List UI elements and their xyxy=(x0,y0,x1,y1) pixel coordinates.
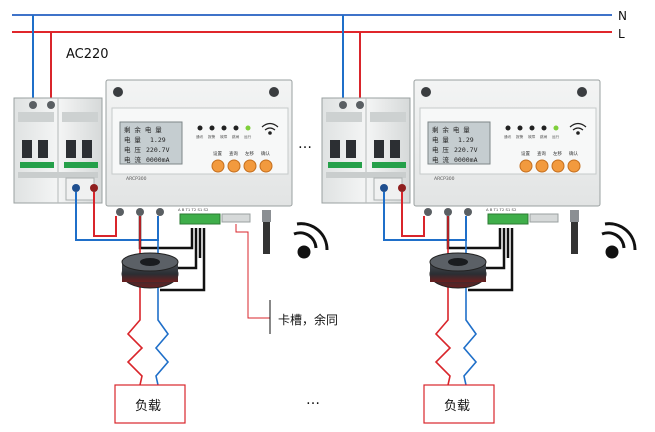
svg-text:跳闸: 跳闸 xyxy=(540,134,548,139)
wire-l-to-meter-2 xyxy=(401,192,425,237)
svg-text:电 流: 电 流 xyxy=(432,155,449,164)
wire-n-to-meter-2 xyxy=(383,192,467,241)
card-slot xyxy=(221,213,251,223)
lcd-line-2: 电 量 xyxy=(124,135,141,144)
energy-meter-2: 剩 余 电 量 电 量 1.29 电 压 220.7V 电 流 0000mA 通… xyxy=(413,79,601,225)
load-wire-n xyxy=(154,240,170,386)
lcd-screen xyxy=(119,121,183,165)
supply-drop-wires xyxy=(32,15,361,104)
annotation-leader xyxy=(235,224,270,319)
svg-text:1.29: 1.29 xyxy=(458,136,474,144)
meter-model: ARCP300 xyxy=(126,176,147,182)
svg-text:0000mA: 0000mA xyxy=(454,156,478,164)
svg-text:报警: 报警 xyxy=(208,134,216,139)
key-left-2[interactable] xyxy=(551,159,565,173)
key-query[interactable] xyxy=(227,159,241,173)
energy-meter: 剩 余 电 量 电 量 1.29 电 压 220.7V 电 流 0000mA 通… xyxy=(105,79,293,225)
terminal-labels-2: A B T1 T2 S1 S2 xyxy=(486,207,517,212)
wifi-icon-2 xyxy=(569,122,587,135)
key-confirm-2[interactable] xyxy=(567,159,581,173)
svg-text:通讯: 通讯 xyxy=(504,134,512,139)
unit-2: 剩 余 电 量 电 量 1.29 电 压 220.7V 电 流 0000mA 通… xyxy=(321,79,637,424)
svg-text:查询: 查询 xyxy=(229,150,238,157)
svg-text:故障: 故障 xyxy=(528,134,536,139)
key-confirm[interactable] xyxy=(259,159,273,173)
wire-l-to-meter xyxy=(93,192,117,237)
circuit-breaker xyxy=(13,97,103,204)
n-line-label: N xyxy=(618,9,627,23)
lcd-screen-2 xyxy=(427,121,491,165)
svg-text:设置: 设置 xyxy=(213,150,222,157)
svg-text:确认: 确认 xyxy=(569,150,578,157)
lcd-line-1: 剩 余 电 量 xyxy=(124,125,162,134)
svg-text:跳闸: 跳闸 xyxy=(232,134,240,139)
wire-n-to-meter xyxy=(75,192,159,241)
svg-text:电 量: 电 量 xyxy=(432,135,449,144)
svg-text:220.7V: 220.7V xyxy=(454,146,478,154)
ac220-label: AC220 xyxy=(66,47,109,62)
antenna xyxy=(262,210,271,254)
ct-signal-wires-2 xyxy=(446,216,514,292)
breaker-terminal-n xyxy=(29,101,37,109)
current-transformer-2 xyxy=(429,252,487,289)
svg-text:设置: 设置 xyxy=(521,150,530,157)
current-transformer xyxy=(121,252,179,289)
key-row-2: 设置 查询 左移 确认 xyxy=(519,150,581,173)
load-wire-l-2 xyxy=(434,216,452,386)
load-label-1: 负载 xyxy=(135,399,161,414)
lcd-value-3: 220.7V xyxy=(146,146,170,154)
antenna-2 xyxy=(570,210,579,254)
svg-text:剩 余 电 量: 剩 余 电 量 xyxy=(432,125,470,134)
svg-text:查询: 查询 xyxy=(537,150,546,157)
key-query-2[interactable] xyxy=(535,159,549,173)
wireless-signal-icon-2 xyxy=(601,222,637,259)
lcd-line-4: 电 流 xyxy=(124,155,141,164)
breaker-terminal-l xyxy=(47,101,55,109)
terminal-labels: A B T1 T2 S1 S2 xyxy=(178,207,209,212)
svg-text:确认: 确认 xyxy=(261,150,270,157)
key-set-2[interactable] xyxy=(519,159,533,173)
key-left[interactable] xyxy=(243,159,257,173)
card-slot-2 xyxy=(529,213,559,223)
ellipsis-bottom: … xyxy=(306,392,320,408)
svg-text:运行: 运行 xyxy=(552,134,560,139)
key-set[interactable] xyxy=(211,159,225,173)
annotation-text: 卡槽，余同 xyxy=(278,312,338,327)
circuit-breaker-2 xyxy=(321,97,411,204)
svg-text:左移: 左移 xyxy=(553,150,562,157)
load-wire-n-2 xyxy=(462,240,478,386)
key-row: 设置 查询 左移 确认 xyxy=(211,150,273,173)
wifi-icon xyxy=(261,122,279,135)
lcd-value-2: 1.29 xyxy=(150,136,166,144)
lcd-line-3: 电 压 xyxy=(124,145,141,154)
svg-text:报警: 报警 xyxy=(516,134,524,139)
svg-text:通讯: 通讯 xyxy=(196,134,204,139)
meter-model-2: ARCP300 xyxy=(434,176,455,182)
wireless-signal-icon xyxy=(293,222,329,259)
load-wire-l xyxy=(126,216,144,386)
load-box-1 xyxy=(114,384,186,424)
load-box-2 xyxy=(423,384,495,424)
l-line-label: L xyxy=(618,27,625,41)
ellipsis-top: … xyxy=(298,136,312,152)
svg-text:故障: 故障 xyxy=(220,134,228,139)
svg-text:电 压: 电 压 xyxy=(432,145,449,154)
lcd-value-4: 0000mA xyxy=(146,156,170,164)
status-indicators-2: 通讯 报警 故障 跳闸 运行 xyxy=(504,125,560,139)
unit-1: 剩 余 电 量 电 量 1.29 电 压 220.7V 电 流 0000mA 通… xyxy=(13,79,329,424)
svg-text:运行: 运行 xyxy=(244,134,252,139)
svg-text:左移: 左移 xyxy=(245,150,254,157)
load-label-2: 负载 xyxy=(444,399,470,414)
status-indicators: 通讯 报警 故障 跳闸 运行 xyxy=(196,125,252,139)
